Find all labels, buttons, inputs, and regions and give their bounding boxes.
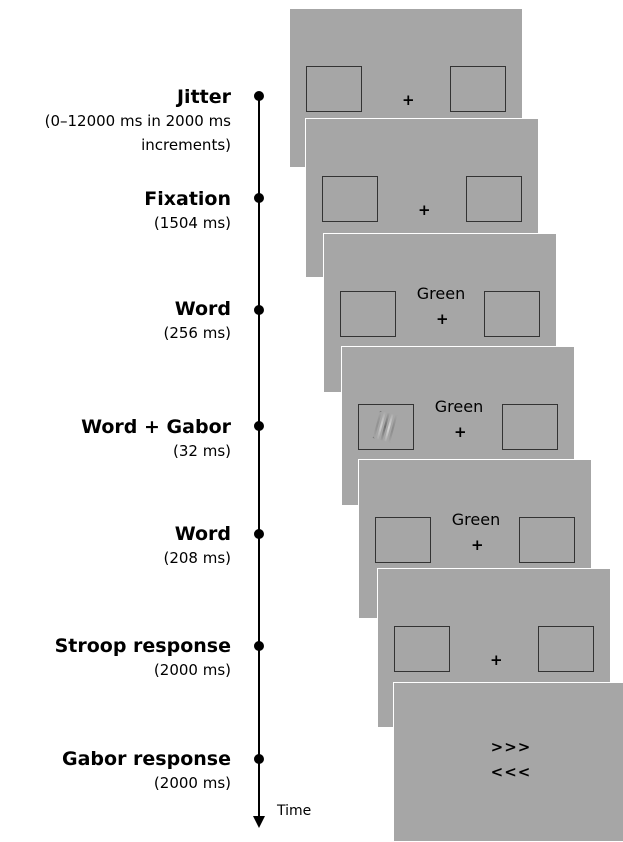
placeholder-box-left xyxy=(394,626,450,672)
fixation-cross: + xyxy=(454,423,467,441)
stage-duration: (2000 ms) xyxy=(153,774,231,792)
stage-label-gabor-response: Gabor response (2000 ms) xyxy=(62,747,231,795)
gabor-box xyxy=(358,404,414,450)
placeholder-box-right xyxy=(538,626,594,672)
stage-title: Stroop response xyxy=(54,635,231,657)
stroop-word: Green xyxy=(416,284,466,303)
placeholder-box-left xyxy=(306,66,362,112)
fixation-cross: + xyxy=(402,91,415,109)
timeline-marker xyxy=(254,305,264,315)
stage-title: Word + Gabor xyxy=(81,416,231,438)
stage-label-word: Word (256 ms) xyxy=(163,297,231,345)
gabor-patch-icon xyxy=(370,410,402,443)
response-cue-right: >>> xyxy=(490,738,532,756)
stroop-word: Green xyxy=(451,510,501,529)
stage-title: Word xyxy=(174,523,231,545)
stage-label-fixation: Fixation (1504 ms) xyxy=(144,187,231,235)
timeline-marker xyxy=(254,641,264,651)
timeline-arrow-icon xyxy=(253,816,265,828)
placeholder-box-right xyxy=(502,404,558,450)
stage-duration: (208 ms) xyxy=(163,549,231,567)
placeholder-box-right xyxy=(450,66,506,112)
placeholder-box-left xyxy=(322,176,378,222)
stroop-word: Green xyxy=(434,397,484,416)
fixation-cross: + xyxy=(490,651,503,669)
fixation-cross: + xyxy=(436,310,449,328)
timeline-marker xyxy=(254,193,264,203)
placeholder-box-right xyxy=(484,291,540,337)
stage-title: Gabor response xyxy=(62,748,231,770)
stage-duration: (256 ms) xyxy=(163,324,231,342)
stage-label-word-gabor: Word + Gabor (32 ms) xyxy=(81,415,231,463)
fixation-cross: + xyxy=(471,536,484,554)
response-cue-left: <<< xyxy=(490,763,532,781)
timeline-marker xyxy=(254,754,264,764)
stage-label-word-second: Word (208 ms) xyxy=(163,522,231,570)
stage-label-stroop-response: Stroop response (2000 ms) xyxy=(55,634,231,682)
stage-title: Fixation xyxy=(144,188,231,210)
fixation-cross: + xyxy=(418,201,431,219)
stage-label-jitter: Jitter (0–12000 ms in 2000 ms increments… xyxy=(6,85,231,157)
placeholder-box-left xyxy=(375,517,431,563)
placeholder-box-left xyxy=(340,291,396,337)
stage-title: Word xyxy=(174,298,231,320)
screen-gabor-response: >>> <<< xyxy=(393,682,623,842)
timeline-axis xyxy=(258,93,260,818)
placeholder-box-right xyxy=(466,176,522,222)
timeline-marker xyxy=(254,421,264,431)
stage-duration: (32 ms) xyxy=(173,442,231,460)
timeline-marker xyxy=(254,91,264,101)
timeline-marker xyxy=(254,529,264,539)
time-label: Time xyxy=(277,803,312,819)
stage-duration: (0–12000 ms in 2000 ms increments) xyxy=(44,112,231,154)
stage-duration: (2000 ms) xyxy=(153,661,231,679)
stage-title: Jitter xyxy=(176,86,231,108)
placeholder-box-right xyxy=(519,517,575,563)
stage-duration: (1504 ms) xyxy=(153,214,231,232)
